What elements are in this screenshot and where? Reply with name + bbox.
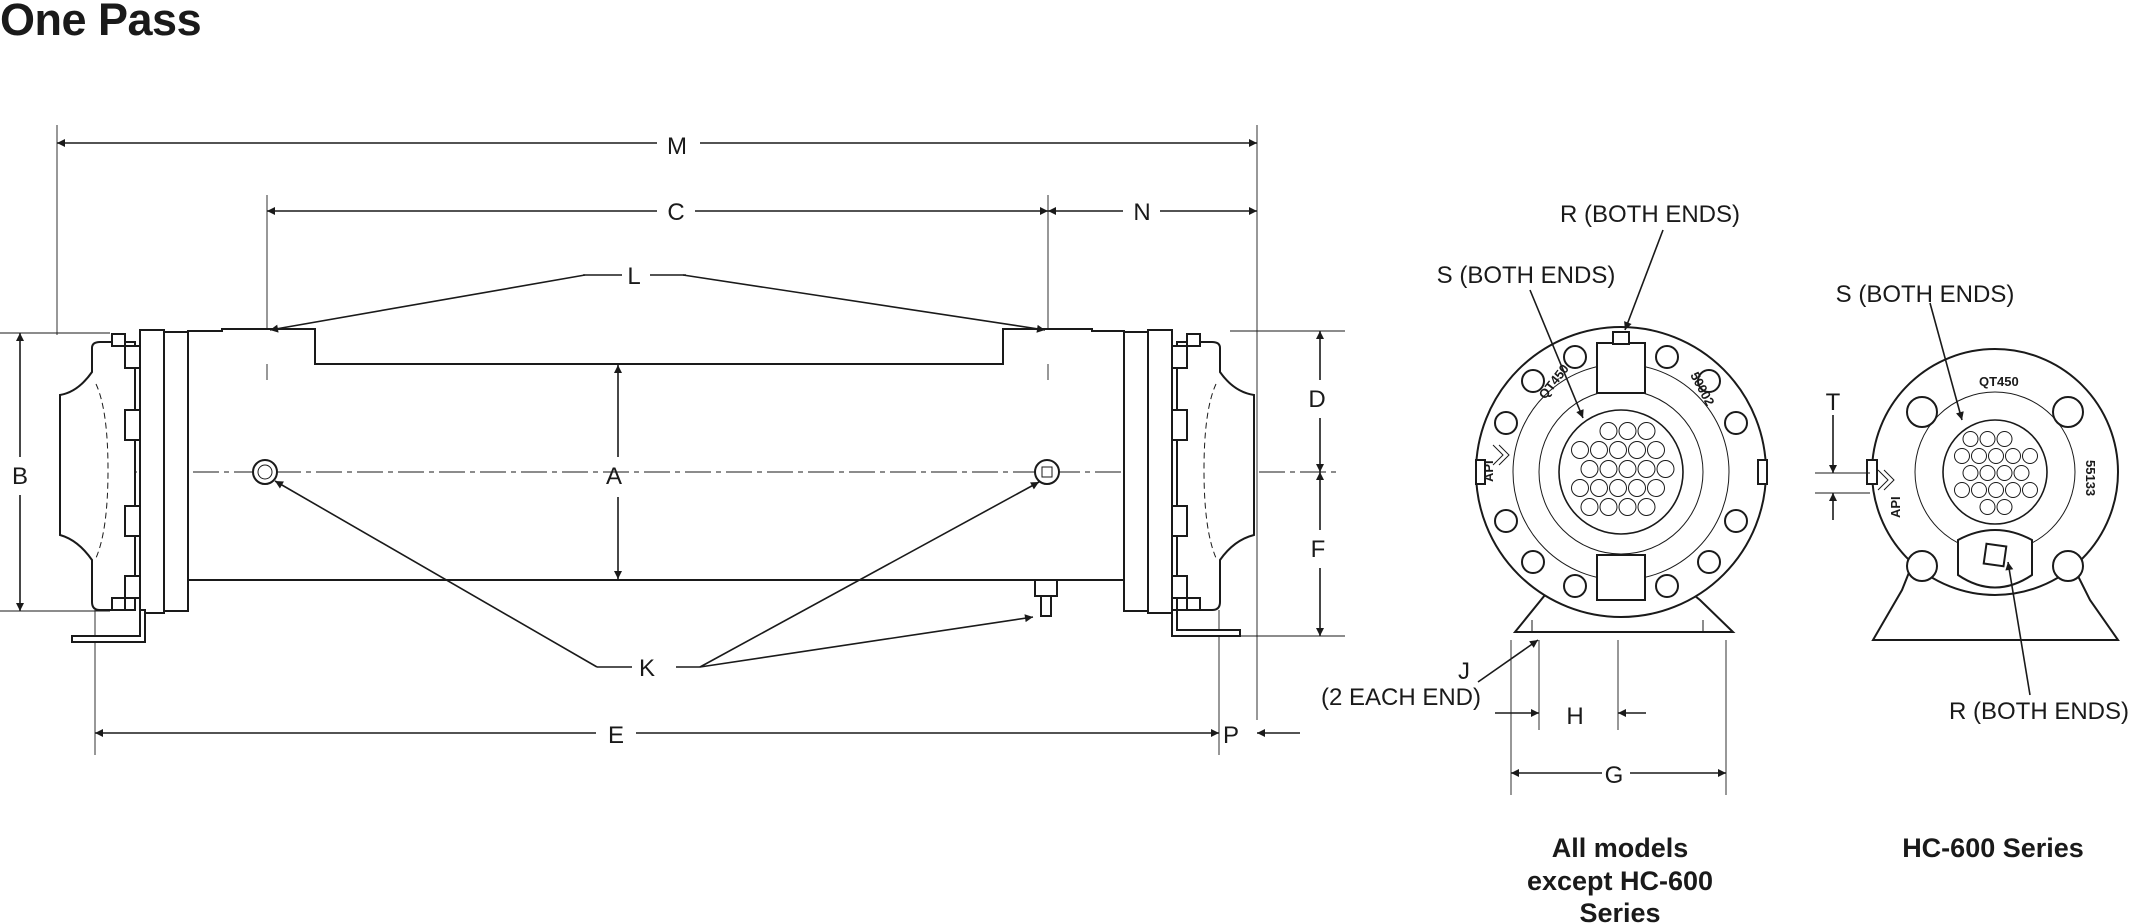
tube-circle bbox=[1979, 431, 1996, 447]
side-labels: M C N L B A D F K E P bbox=[12, 133, 1326, 749]
tube-circle bbox=[2005, 448, 2021, 464]
tube-circle bbox=[1962, 465, 1979, 481]
tube-circle bbox=[1996, 465, 2013, 481]
dim-label-n: N bbox=[1133, 199, 1150, 226]
tube-circle bbox=[2022, 448, 2038, 464]
tube-circle bbox=[1656, 460, 1675, 478]
tube-circle bbox=[1954, 448, 1970, 464]
dim-label-f: F bbox=[1311, 536, 1326, 563]
tube-circle bbox=[1988, 448, 2004, 464]
front-label-g: G bbox=[1605, 762, 1624, 789]
hc600-label-t: T bbox=[1826, 389, 1841, 416]
hc600-label-s: S (BOTH ENDS) bbox=[1836, 281, 2015, 308]
hc600-tube-bundle bbox=[1954, 431, 2038, 515]
hc600-stamp-brand: API bbox=[1888, 496, 1903, 518]
front-caption-line-3: Series bbox=[1579, 898, 1660, 924]
tube-circle bbox=[1571, 441, 1589, 459]
brand-logo-icon bbox=[1877, 469, 1895, 491]
tube-circle bbox=[1979, 465, 1996, 481]
front-caption-line-2: except HC-600 bbox=[1527, 866, 1713, 896]
dim-label-a: A bbox=[606, 463, 622, 490]
dim-label-e: E bbox=[608, 722, 624, 749]
page-title: One Pass bbox=[0, 0, 202, 45]
tube-circle bbox=[1628, 441, 1646, 459]
hc600-view: QT450 55133 API S (BOTH ENDS) T R (BOTH … bbox=[1815, 281, 2129, 863]
right-end-assembly bbox=[1123, 329, 1255, 637]
brand-logo-icon bbox=[1492, 444, 1510, 466]
dim-label-c: C bbox=[667, 199, 684, 226]
tube-circle bbox=[1971, 482, 1987, 498]
tube-circle bbox=[1618, 460, 1637, 478]
tube-circle bbox=[1599, 498, 1618, 516]
front-label-j: J bbox=[1458, 658, 1470, 685]
hc600-stamp-serial: 55133 bbox=[2083, 460, 2098, 496]
front-label-r: R (BOTH ENDS) bbox=[1560, 201, 1740, 228]
front-tube-bundle bbox=[1571, 422, 1675, 516]
tube-circle bbox=[1637, 498, 1656, 516]
tube-circle bbox=[1979, 499, 1996, 515]
front-label-s: S (BOTH ENDS) bbox=[1437, 262, 1616, 289]
front-stamp-brand: API bbox=[1481, 460, 1496, 482]
tube-circle bbox=[1996, 499, 2013, 515]
front-view: QT450 50002 API R (BOTH ENDS) S (BOTH EN… bbox=[1321, 201, 1768, 924]
tube-circle bbox=[1628, 479, 1646, 497]
dim-label-m: M bbox=[667, 133, 687, 160]
tube-circle bbox=[1590, 479, 1608, 497]
shell-ports bbox=[252, 459, 1060, 617]
tube-circle bbox=[1637, 460, 1656, 478]
front-label-j-note: (2 EACH END) bbox=[1321, 684, 1481, 711]
tube-circle bbox=[2022, 482, 2038, 498]
tube-circle bbox=[1996, 431, 2013, 447]
left-end-assembly bbox=[59, 329, 189, 643]
hc600-stamp-model: QT450 bbox=[1979, 374, 2019, 389]
tube-circle bbox=[1647, 479, 1665, 497]
tube-circle bbox=[1647, 441, 1665, 459]
dim-label-k: K bbox=[639, 655, 655, 682]
tube-circle bbox=[1618, 422, 1637, 440]
front-caption-line-1: All models bbox=[1552, 833, 1689, 863]
dim-label-l: L bbox=[627, 263, 640, 290]
dim-label-p: P bbox=[1223, 722, 1239, 749]
tube-circle bbox=[1599, 460, 1618, 478]
tube-circle bbox=[1571, 479, 1589, 497]
tube-circle bbox=[1599, 422, 1618, 440]
front-bolt-holes bbox=[1494, 345, 1748, 598]
side-leaders bbox=[269, 274, 1046, 668]
side-view: M C N L B A D F K E P bbox=[0, 125, 1345, 755]
tube-circle bbox=[1590, 441, 1608, 459]
tube-circle bbox=[1609, 479, 1627, 497]
tube-circle bbox=[2005, 482, 2021, 498]
tube-circle bbox=[1962, 431, 1979, 447]
dim-label-b: B bbox=[12, 463, 28, 490]
tube-circle bbox=[1988, 482, 2004, 498]
tube-circle bbox=[1971, 448, 1987, 464]
hc600-label-r: R (BOTH ENDS) bbox=[1949, 698, 2129, 725]
tube-circle bbox=[1637, 422, 1656, 440]
hc600-caption: HC-600 Series bbox=[1902, 833, 2084, 863]
tube-circle bbox=[1580, 498, 1599, 516]
tube-circle bbox=[1954, 482, 1970, 498]
tube-circle bbox=[2013, 465, 2030, 481]
hc600-bolt-holes bbox=[1906, 396, 2084, 582]
tube-circle bbox=[1618, 498, 1637, 516]
tube-circle bbox=[1580, 460, 1599, 478]
tube-circle bbox=[1609, 441, 1627, 459]
front-label-h: H bbox=[1566, 703, 1583, 730]
side-extension-lines bbox=[0, 125, 1345, 755]
side-dimensions bbox=[16, 139, 1324, 737]
dim-label-d: D bbox=[1308, 386, 1325, 413]
